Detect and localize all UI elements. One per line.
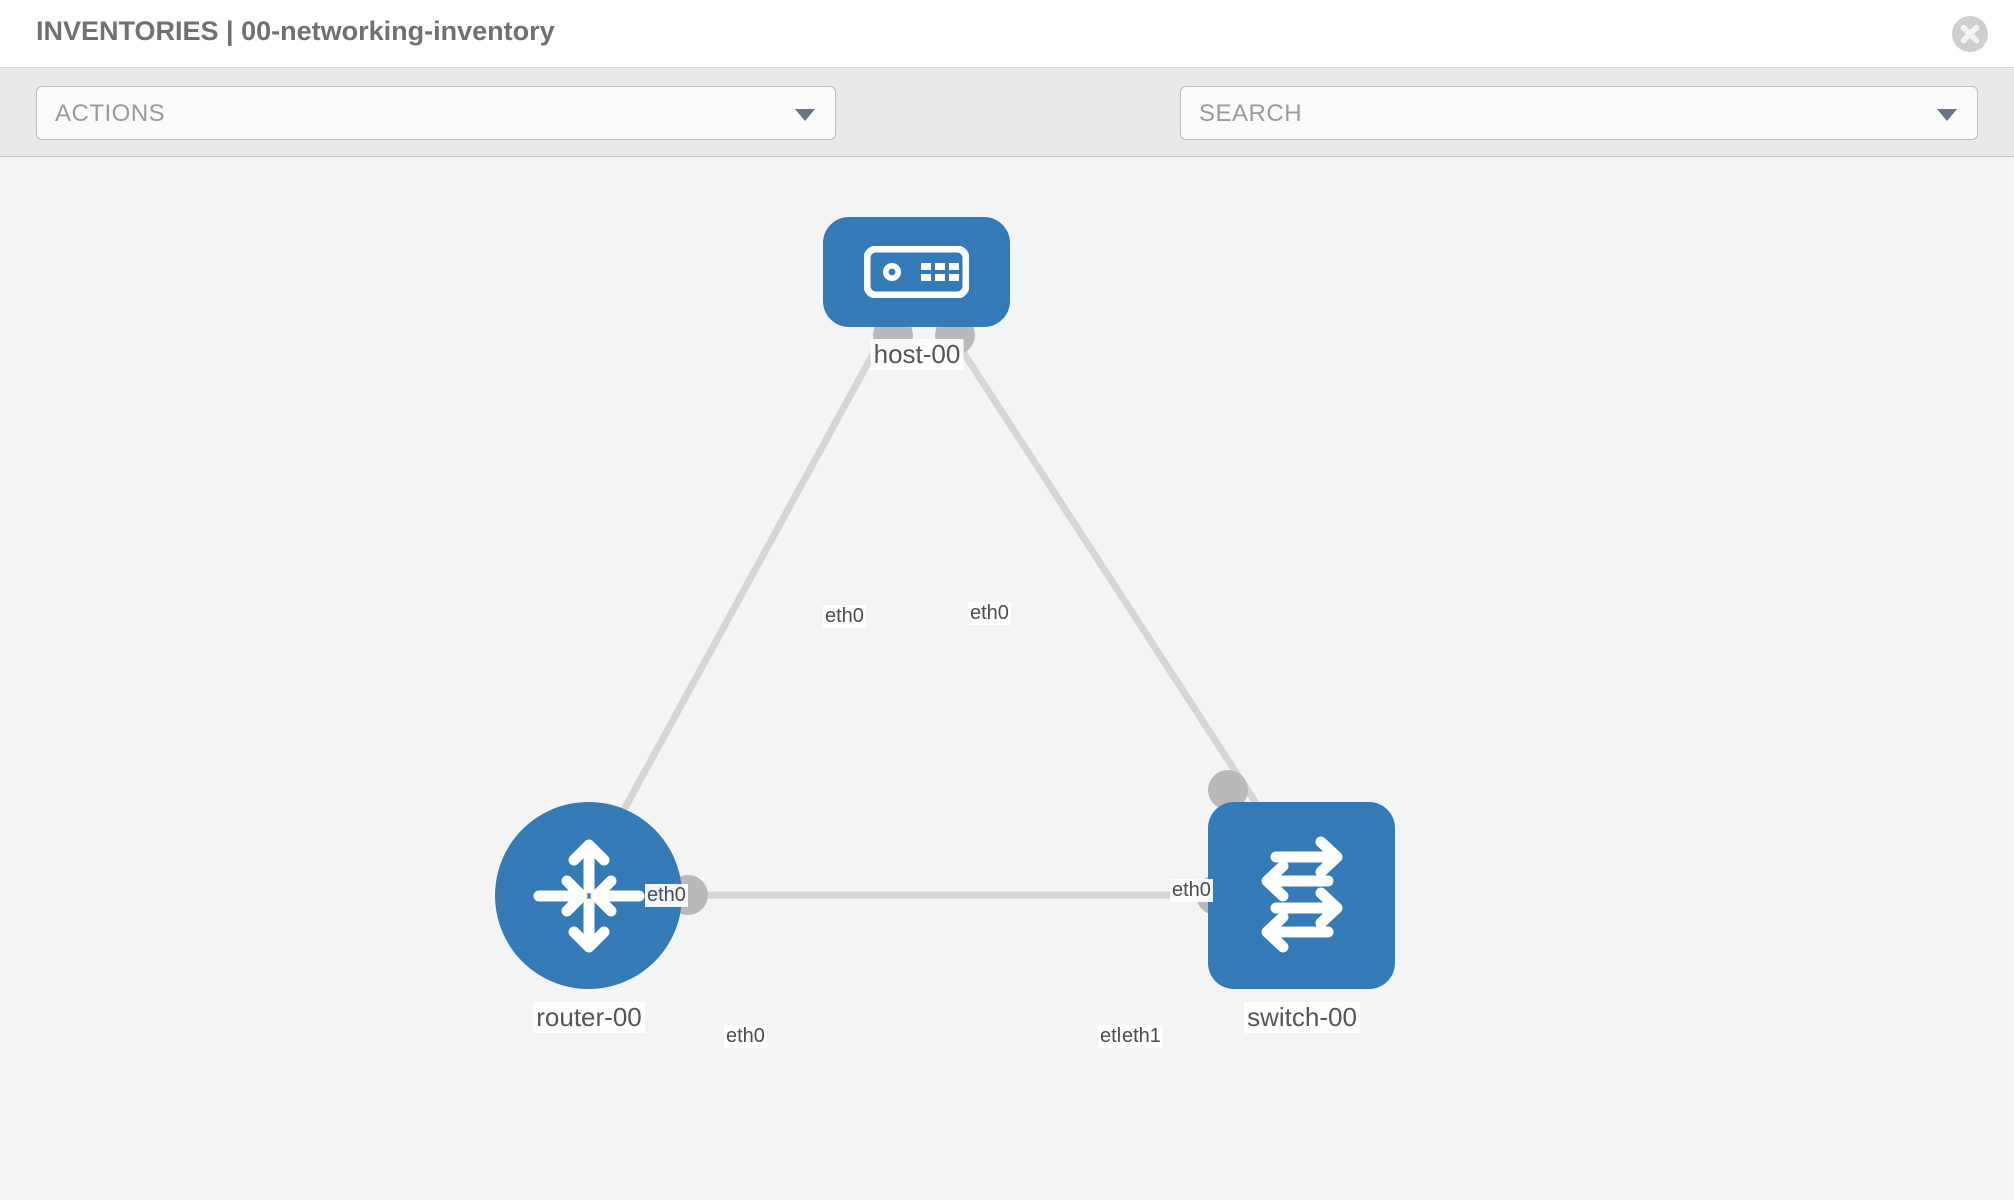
topology-canvas[interactable]: host-00 router-0 (0, 157, 2014, 1200)
edge-label: eth0 (645, 884, 688, 907)
edge-label: eth0 (1170, 879, 1213, 902)
topology-links (616, 330, 1268, 899)
edge-label: eth0 (968, 602, 1011, 625)
edge-label: eth0 (823, 605, 866, 628)
toolbar: ACTIONS SEARCH (0, 68, 2014, 198)
topology-node-label-host-00: host-00 (870, 339, 964, 370)
search-input[interactable]: SEARCH (1180, 86, 1978, 140)
topology-node-host-00[interactable] (823, 217, 1010, 327)
actions-dropdown[interactable]: ACTIONS (36, 86, 836, 140)
close-icon[interactable] (1952, 16, 1988, 52)
edge-label: eth0 (724, 1025, 767, 1048)
page-header: INVENTORIES | 00-networking-inventory (0, 0, 2014, 68)
topology-node-label-router-00: router-00 (533, 1002, 645, 1033)
switch-arrows-icon (1261, 836, 1342, 952)
server-icon (864, 246, 969, 298)
chevron-down-icon (1937, 109, 1957, 121)
chevron-down-icon (795, 109, 815, 121)
page-title: INVENTORIES | 00-networking-inventory (36, 16, 555, 46)
actions-dropdown-label: ACTIONS (55, 100, 166, 127)
topology-node-switch-00[interactable] (1208, 802, 1395, 989)
edge-label: eth1 (1120, 1025, 1163, 1048)
search-placeholder: SEARCH (1199, 100, 1303, 127)
topology-node-label-switch-00: switch-00 (1244, 1002, 1360, 1033)
router-arrows-icon (533, 839, 644, 952)
